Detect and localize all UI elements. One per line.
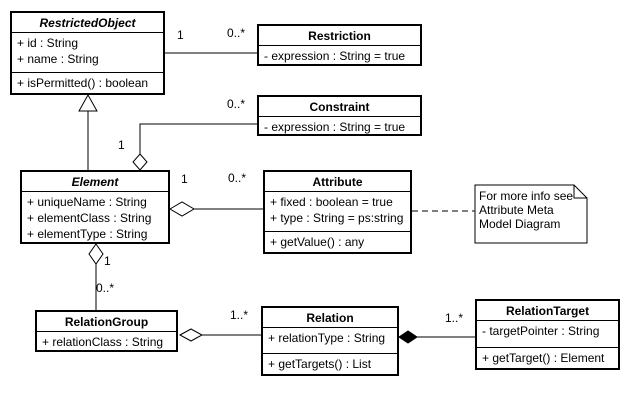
class-restrictedobject: RestrictedObject + id : String + name : … xyxy=(10,11,165,95)
aggregation-diamond-constraint-icon xyxy=(132,153,148,171)
method-line: + isPermitted() : boolean xyxy=(17,76,149,90)
class-title: Constraint xyxy=(259,97,420,117)
note-fold-icon xyxy=(573,185,587,199)
class-attributes: + uniqueName : String + elementClass : S… xyxy=(22,192,168,244)
aggregation-element-constraint-line xyxy=(139,123,257,154)
class-relation: Relation + relationType : String + getTa… xyxy=(261,306,399,376)
class-element: Element + uniqueName : String + elementC… xyxy=(20,170,170,244)
class-title: Element xyxy=(22,172,168,192)
class-title: Attribute xyxy=(265,172,410,192)
attribute-line: + elementClass : String xyxy=(27,211,152,225)
composition-diamond-relationtarget-icon xyxy=(398,330,418,344)
attribute-line: - targetPointer : String xyxy=(482,324,600,338)
multiplicity-label: 1 xyxy=(177,28,184,42)
class-title: Relation xyxy=(263,308,397,328)
class-methods: + getTargets() : List xyxy=(263,353,397,374)
class-relationgroup: RelationGroup + relationClass : String xyxy=(35,310,178,352)
class-attribute: Attribute + fixed : boolean = true + typ… xyxy=(263,170,412,254)
class-title: RestrictedObject xyxy=(12,13,163,33)
aggregation-diamond-relationgroup-icon xyxy=(88,243,104,265)
class-attributes: + relationType : String xyxy=(263,328,397,353)
method-line: + getValue() : any xyxy=(270,235,365,249)
attribute-line: + relationType : String xyxy=(268,331,386,345)
attribute-line: + uniqueName : String xyxy=(27,195,147,209)
method-line: + getTargets() : List xyxy=(268,357,372,371)
multiplicity-label: 0..* xyxy=(228,171,247,185)
generalization-triangle-icon xyxy=(78,93,98,112)
aggregation-diamond-attribute-icon xyxy=(169,201,195,217)
multiplicity-label: 1..* xyxy=(230,308,249,322)
multiplicity-label: 1 xyxy=(104,254,111,268)
note-line: Model Diagram xyxy=(479,217,561,231)
class-methods: + isPermitted() : boolean xyxy=(12,72,163,93)
class-relationtarget: RelationTarget - targetPointer : String … xyxy=(475,299,620,370)
class-title: RelationGroup xyxy=(37,312,176,332)
attribute-line: + id : String xyxy=(17,36,79,50)
attribute-line: + fixed : boolean = true xyxy=(270,195,393,209)
attribute-line: + name : String xyxy=(17,52,99,66)
class-attributes: - expression : String = true xyxy=(259,46,420,66)
attribute-line: - expression : String = true xyxy=(264,120,406,134)
method-line: + getTarget() : Element xyxy=(482,351,605,365)
multiplicity-label: 0..* xyxy=(96,281,115,295)
multiplicity-label: 0..* xyxy=(227,26,246,40)
class-constraint: Constraint - expression : String = true xyxy=(257,95,422,136)
note-line: For more info see xyxy=(479,189,574,203)
class-methods: + getTarget() : Element xyxy=(477,347,618,368)
note-shape xyxy=(474,184,588,244)
class-title: RelationTarget xyxy=(477,301,618,321)
multiplicity-label: 1 xyxy=(118,138,125,152)
note-line: Attribute Meta xyxy=(479,203,554,217)
multiplicity-label: 0..* xyxy=(227,97,246,111)
class-restriction: Restriction - expression : String = true xyxy=(257,24,422,66)
class-attributes: + relationClass : String xyxy=(37,332,176,352)
attribute-line: + type : String = ps:string xyxy=(270,211,404,225)
class-attributes: - targetPointer : String xyxy=(477,321,618,347)
attribute-line: - expression : String = true xyxy=(264,49,406,63)
attribute-line: + relationClass : String xyxy=(42,335,164,349)
class-attributes: + fixed : boolean = true + type : String… xyxy=(265,192,410,231)
class-title: Restriction xyxy=(259,26,420,46)
multiplicity-label: 1..* xyxy=(445,311,464,325)
multiplicity-label: 1 xyxy=(181,172,188,186)
attribute-line: + elementType : String xyxy=(27,227,148,241)
class-attributes: + id : String + name : String xyxy=(12,33,163,72)
class-attributes: - expression : String = true xyxy=(259,117,420,137)
note-attribute-meta: For more info see Attribute Meta Model D… xyxy=(479,189,583,231)
aggregation-diamond-relation-icon xyxy=(178,328,204,342)
class-methods: + getValue() : any xyxy=(265,231,410,252)
